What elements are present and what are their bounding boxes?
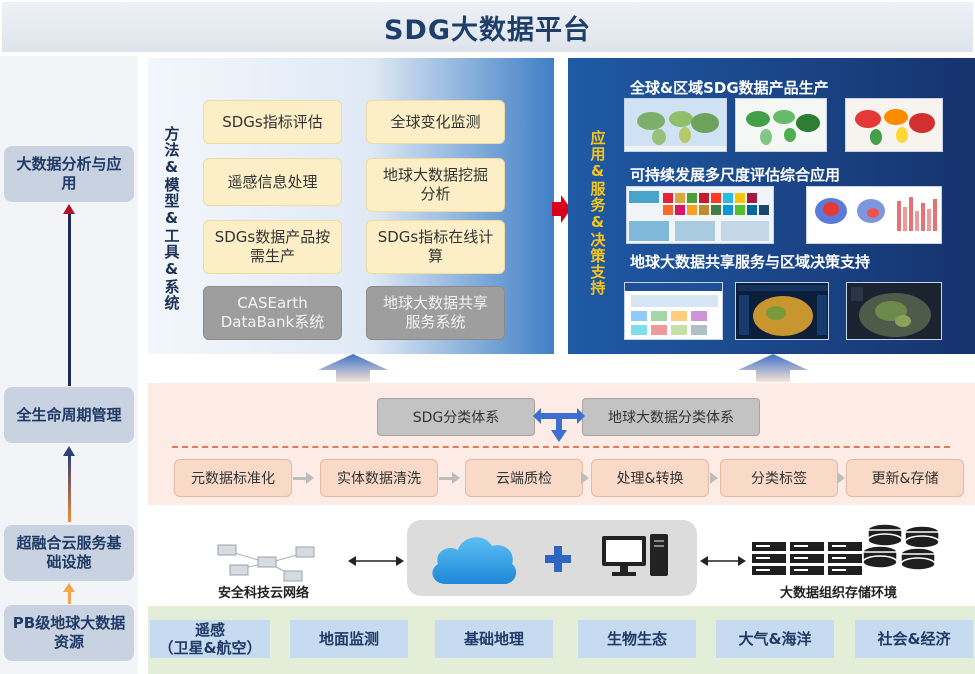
earth-data-classification-box: 地球大数据分类体系 [582, 398, 760, 436]
box-big-data-mining: 地球大数据挖掘分析 [366, 158, 505, 212]
step-connector [293, 477, 307, 480]
flow-line-top [68, 212, 71, 386]
applications-side-label: 应用&服务&决策支持 [588, 130, 607, 296]
heading-sdg-product-production: 全球&区域SDG数据产品生产 [630, 79, 829, 97]
layer-data-resources: PB级地球大数据资源 [4, 605, 134, 661]
step-arrow-icon [581, 472, 589, 484]
methods-side-label: 方法&模型&工具&系统 [162, 126, 181, 311]
box-remote-sensing-processing: 遥感信息处理 [203, 158, 342, 206]
step-entity-data-cleaning: 实体数据清洗 [320, 459, 438, 497]
resource-atmosphere-ocean: 大气&海洋 [716, 620, 834, 658]
resource-ground-monitoring: 地面监测 [290, 620, 408, 658]
step-arrow-icon [306, 472, 314, 484]
world-map-thumbnail [624, 98, 727, 152]
t-connector-icon [533, 408, 585, 442]
flow-line-bottom [68, 590, 71, 604]
storage-label: 大数据组织存储环境 [780, 586, 898, 601]
step-update-storage: 更新&存储 [846, 459, 964, 497]
layer-analysis-application: 大数据分析与应用 [4, 146, 134, 202]
box-sdgs-indicator-evaluation: SDGs指标评估 [203, 100, 342, 144]
computer-icon [602, 534, 668, 576]
page-title: SDG大数据平台 [383, 14, 592, 46]
lifecycle-divider [172, 446, 950, 448]
network-devices-icon [217, 544, 315, 582]
resource-social-economy: 社会&经济 [855, 620, 973, 658]
arrow-bidirectional-right-icon [700, 556, 746, 566]
storage-servers-icon [752, 523, 940, 575]
step-metadata-standardization: 元数据标准化 [174, 459, 292, 497]
arrow-up-red-icon [63, 204, 75, 214]
regional-map-thumbnail [846, 282, 942, 340]
resource-remote-sensing: 遥感 （卫星&航空） [150, 620, 270, 658]
title-bar: SDG大数据平台 [2, 2, 973, 52]
heat-map-thumbnail [845, 98, 943, 152]
heading-sharing-decision-support: 地球大数据共享服务与区域决策支持 [630, 253, 871, 271]
resource-bio-ecology: 生物生态 [578, 620, 696, 658]
cloud-icon [432, 537, 517, 584]
flow-line-middle [68, 454, 71, 522]
sdg-goals-thumbnail [626, 186, 774, 244]
dashboard-globe-thumbnail [735, 282, 829, 340]
step-arrow-icon [710, 472, 718, 484]
arrow-up-right-icon [738, 354, 808, 382]
box-sdgs-online-calculation: SDGs指标在线计算 [366, 220, 505, 274]
portal-screenshot-thumbnail [624, 282, 723, 340]
box-casearth-databank: CASEarth DataBank系统 [203, 286, 342, 340]
sdg-classification-box: SDG分类体系 [377, 398, 535, 436]
vegetation-map-thumbnail [735, 98, 827, 152]
arrow-up-left-icon [318, 354, 388, 382]
step-cloud-quality-check: 云端质检 [465, 459, 583, 497]
arrow-up-orange-icon [63, 583, 75, 592]
step-processing-conversion: 处理&转换 [591, 459, 709, 497]
regional-assessment-thumbnail [806, 186, 942, 244]
box-sdgs-product-on-demand: SDGs数据产品按需生产 [203, 220, 342, 274]
heading-multiscale-assessment: 可持续发展多尺度评估综合应用 [630, 166, 841, 184]
step-connector [439, 477, 453, 480]
layer-cloud-infrastructure: 超融合云服务基础设施 [4, 525, 134, 581]
step-classification-tag: 分类标签 [720, 459, 838, 497]
step-arrow-icon [452, 472, 460, 484]
arrow-right-red-icon [552, 195, 571, 223]
resources-panel [148, 606, 975, 674]
network-label: 安全科技云网络 [218, 586, 310, 601]
box-sharing-service-system: 地球大数据共享服务系统 [366, 286, 505, 340]
box-global-change-monitoring: 全球变化监测 [366, 100, 505, 144]
resource-basic-geography: 基础地理 [435, 620, 553, 658]
arrow-up-blue-icon [63, 446, 75, 456]
step-arrow-icon [837, 472, 845, 484]
layer-lifecycle-management: 全生命周期管理 [4, 387, 134, 443]
plus-icon [545, 546, 571, 572]
arrow-bidirectional-left-icon [348, 556, 404, 566]
